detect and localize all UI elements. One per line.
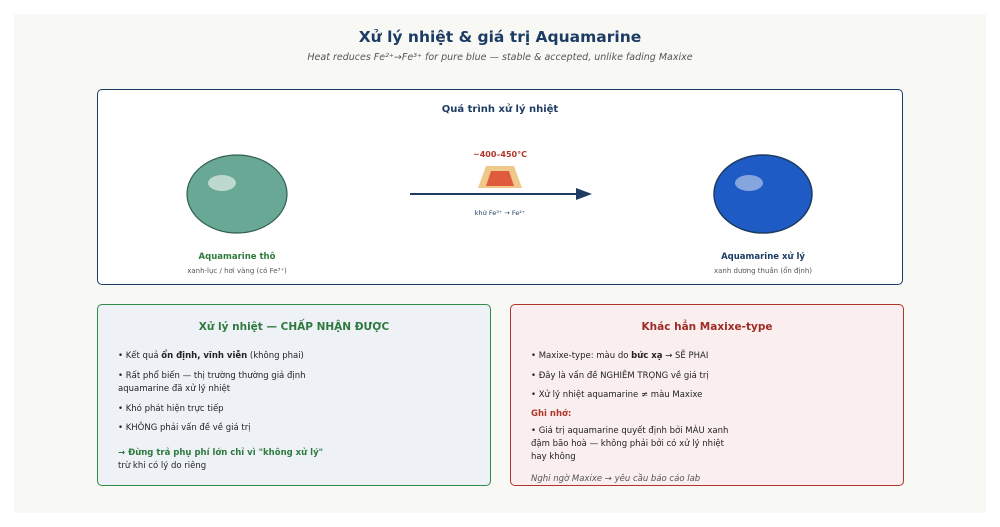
accepted-item-2-line2: aquamarine đã xử lý nhiệt <box>118 384 231 394</box>
maxixe-item-1-prefix: • Maxixe-type: màu do <box>531 351 632 361</box>
maxixe-item-1-suffix: → SẼ PHAI <box>662 351 709 361</box>
maxixe-note-title: Ghi nhớ: <box>531 409 572 419</box>
accepted-item-3: • Khó phát hiện trực tiếp <box>118 404 224 414</box>
raw-stone-sub: xanh-lục / hơi vàng (có Fe³⁺) <box>187 267 287 275</box>
accepted-item-1: • Kết quả ổn định, vĩnh viễn (không phai… <box>118 350 304 363</box>
treated-stone-highlight <box>735 175 763 191</box>
arrow-label: khử Fe³⁺ → Fe²⁺ <box>474 209 526 217</box>
accepted-item-1-bold: ổn định, vĩnh viễn <box>161 351 248 361</box>
accepted-item-1-prefix: • Kết quả <box>118 351 162 361</box>
accepted-conclusion-bold: → Đừng trả phụ phí lớn chỉ vì "không xử … <box>118 448 324 458</box>
heat-icon-flame <box>486 171 514 186</box>
maxixe-item-3: • Xử lý nhiệt aquamarine ≠ màu Maxixe <box>531 390 703 400</box>
treated-stone-sub: xanh dương thuần (ổn định) <box>713 267 813 275</box>
maxixe-card: Khác hẳn Maxixe-type • Maxixe-type: màu … <box>510 304 904 486</box>
process-arrow-head <box>576 188 592 200</box>
raw-stone-label: Aquamarine thô <box>198 252 276 262</box>
treated-stone-label: Aquamarine xử lý <box>721 252 805 262</box>
temperature-label: ~400–450°C <box>473 150 527 159</box>
page-title: Xử lý nhiệt & giá trị Aquamarine <box>358 28 642 46</box>
page-subtitle: Heat reduces Fe²⁺→Fe³⁺ for pure blue — s… <box>307 52 693 63</box>
maxixe-note: • Giá trị aquamarine quyết định bởi MÀU … <box>531 425 728 464</box>
maxixe-note-line1: • Giá trị aquamarine quyết định bởi MÀU … <box>531 426 729 436</box>
accepted-item-4: • KHÔNG phải vấn đề về giá trị <box>118 423 251 433</box>
maxixe-footer-note: Nghi ngờ Maxixe → yêu cầu báo cáo lab <box>531 474 701 484</box>
maxixe-item-1: • Maxixe-type: màu do bức xạ → SẼ PHAI <box>531 350 708 363</box>
process-title: Quá trình xử lý nhiệt <box>441 104 559 115</box>
maxixe-note-line3: hay không <box>531 452 576 462</box>
accepted-item-1-suffix: (không phai) <box>247 351 304 361</box>
accepted-item-2: • Rất phổ biến — thị trường thường giả đ… <box>118 370 306 396</box>
raw-stone-shape <box>186 154 288 234</box>
accepted-card: Xử lý nhiệt — CHẤP NHẬN ĐƯỢC • Kết quả ổ… <box>97 304 491 486</box>
treated-stone-shape <box>713 154 813 234</box>
accepted-item-2-line1: • Rất phổ biến — thị trường thường giả đ… <box>118 371 306 381</box>
maxixe-item-1-bold: bức xạ <box>631 351 663 361</box>
accepted-conclusion: → Đừng trả phụ phí lớn chỉ vì "không xử … <box>118 447 323 473</box>
raw-stone-highlight <box>208 175 236 191</box>
accepted-card-title: Xử lý nhiệt — CHẤP NHẬN ĐƯỢC <box>198 321 390 333</box>
accepted-conclusion-rest: trừ khi có lý do riêng <box>118 461 207 471</box>
maxixe-note-line2: đậm bão hoà — không phải bởi có xử lý nh… <box>531 439 724 449</box>
maxixe-card-title: Khác hẳn Maxixe-type <box>641 321 773 333</box>
maxixe-item-2: • Đây là vấn đề NGHIÊM TRỌNG về giá trị <box>531 371 709 381</box>
